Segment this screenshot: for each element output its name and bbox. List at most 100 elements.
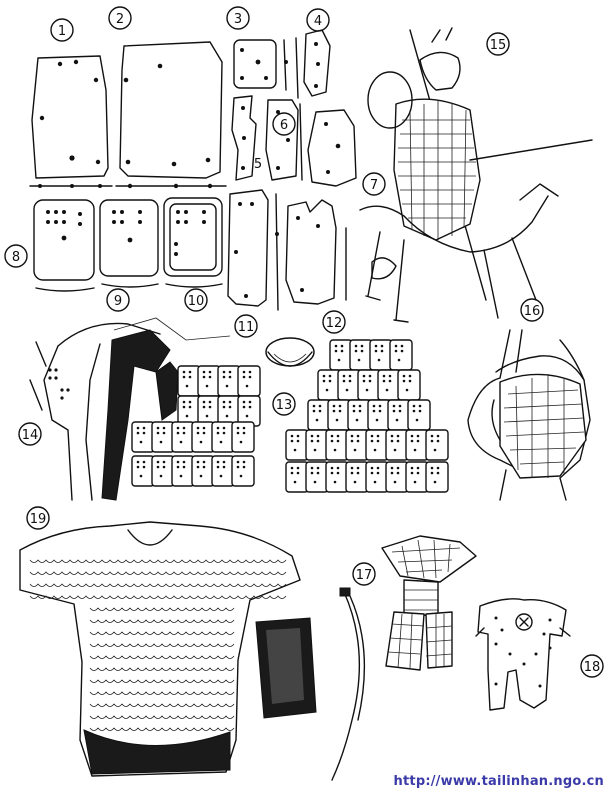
lamella bbox=[131, 421, 155, 453]
svg-text:5: 5 bbox=[254, 157, 262, 172]
lamella bbox=[305, 461, 329, 493]
mail-row bbox=[29, 559, 287, 563]
lamella bbox=[171, 421, 195, 453]
armor-bowl bbox=[265, 337, 315, 367]
armor-piece-3 bbox=[233, 39, 288, 91]
lamella bbox=[405, 429, 429, 461]
label-9: 9 bbox=[106, 288, 130, 312]
lamella bbox=[237, 365, 261, 397]
lamella bbox=[425, 429, 449, 461]
label-13: 13 bbox=[272, 392, 296, 416]
label-10: 10 bbox=[184, 288, 208, 312]
label-15: 15 bbox=[486, 32, 510, 56]
svg-text:2: 2 bbox=[116, 12, 124, 27]
mail-row bbox=[89, 619, 235, 623]
svg-text:10: 10 bbox=[188, 294, 205, 309]
lamella bbox=[327, 399, 351, 431]
mail-row bbox=[89, 703, 235, 707]
lamella bbox=[307, 399, 331, 431]
svg-text:15: 15 bbox=[490, 38, 507, 53]
armor-piece-11 bbox=[227, 189, 279, 311]
lamella bbox=[237, 395, 261, 427]
svg-text:7: 7 bbox=[370, 178, 378, 193]
lamella bbox=[217, 365, 241, 397]
lamella bbox=[369, 339, 393, 371]
label-3: 3 bbox=[226, 6, 250, 30]
lamella bbox=[151, 455, 175, 487]
lamella bbox=[325, 429, 349, 461]
lamella bbox=[347, 399, 371, 431]
lamellar-coat-figure bbox=[29, 317, 231, 501]
mail-row bbox=[89, 643, 235, 647]
lamella bbox=[131, 455, 155, 487]
mail-row bbox=[89, 667, 235, 671]
svg-text:6: 6 bbox=[280, 118, 288, 133]
watermark-url: http://www.tailinhan.ngo.cn bbox=[393, 774, 604, 789]
label-14: 14 bbox=[18, 422, 42, 446]
label-7: 7 bbox=[362, 172, 386, 196]
lamella bbox=[317, 369, 341, 401]
lamella bbox=[389, 339, 413, 371]
label-11: 11 bbox=[234, 314, 258, 338]
label-16: 16 bbox=[520, 298, 544, 322]
lamella bbox=[407, 399, 431, 431]
collar-armor-figure bbox=[381, 535, 477, 671]
lamella bbox=[387, 399, 411, 431]
lamella bbox=[345, 429, 369, 461]
lamella bbox=[385, 461, 409, 493]
lamella bbox=[377, 369, 401, 401]
mail-row bbox=[89, 631, 235, 635]
lamella bbox=[345, 461, 369, 493]
armor-piece-10 bbox=[163, 197, 223, 288]
lamella bbox=[285, 429, 309, 461]
mail-row bbox=[89, 679, 235, 683]
svg-text:18: 18 bbox=[584, 660, 601, 675]
lamella bbox=[385, 429, 409, 461]
lamella bbox=[177, 365, 201, 397]
svg-text:14: 14 bbox=[22, 428, 39, 443]
mail-row bbox=[89, 607, 235, 611]
curved-sword bbox=[331, 587, 366, 781]
svg-text:1: 1 bbox=[58, 24, 66, 39]
svg-text:4: 4 bbox=[314, 14, 322, 29]
mounted-warrior-figure bbox=[359, 27, 593, 323]
full-armor-suit-figure bbox=[475, 598, 571, 711]
armor-piece-2 bbox=[115, 41, 227, 189]
lamella bbox=[337, 369, 361, 401]
lamella bbox=[285, 461, 309, 493]
svg-text:17: 17 bbox=[356, 568, 373, 583]
lamella bbox=[305, 429, 329, 461]
label-19: 19 bbox=[26, 506, 50, 530]
svg-text:13: 13 bbox=[276, 398, 293, 413]
lamella bbox=[349, 339, 373, 371]
lamella bbox=[191, 421, 215, 453]
label-17: 17 bbox=[352, 562, 376, 586]
figure-number-labels: 1 2 3 4 5 6 7 8 9 10 11 12 13 14 15 16 1… bbox=[4, 6, 604, 678]
lamella bbox=[151, 421, 175, 453]
svg-text:16: 16 bbox=[524, 304, 541, 319]
lamella bbox=[191, 455, 215, 487]
svg-text:3: 3 bbox=[234, 12, 242, 27]
lamella bbox=[405, 461, 429, 493]
svg-text:8: 8 bbox=[12, 250, 20, 265]
lamella bbox=[357, 369, 381, 401]
armor-piece-1 bbox=[29, 55, 113, 188]
lamella bbox=[325, 461, 349, 493]
lamella bbox=[231, 421, 255, 453]
svg-text:9: 9 bbox=[114, 294, 122, 309]
armor-piece-7 bbox=[307, 109, 357, 187]
lamellae-stack-13 bbox=[131, 339, 449, 493]
lamella bbox=[367, 399, 391, 431]
lamella bbox=[425, 461, 449, 493]
lamella bbox=[171, 455, 195, 487]
mail-row bbox=[29, 583, 287, 587]
lamella bbox=[211, 421, 235, 453]
label-2: 2 bbox=[108, 6, 132, 30]
armor-piece-9 bbox=[99, 199, 159, 288]
lamella bbox=[397, 369, 421, 401]
armor-piece-12 bbox=[285, 199, 347, 305]
lamella bbox=[329, 339, 353, 371]
mail-row bbox=[89, 691, 235, 695]
armor-piece-8 bbox=[33, 199, 95, 292]
